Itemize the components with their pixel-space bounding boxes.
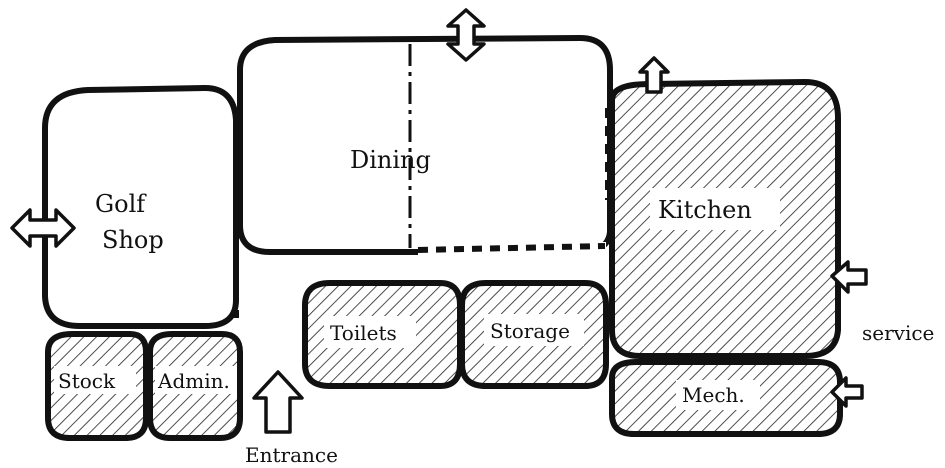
room-golf-shop: Golf Shop <box>42 85 239 329</box>
dining-open-edge <box>417 243 606 253</box>
room-toilets: Toilets <box>302 280 463 389</box>
storage-label: Storage <box>490 319 570 343</box>
golf-shop-label-line1: Golf <box>95 190 147 218</box>
dining-label: Dining <box>350 146 431 174</box>
room-mech: Mech. <box>609 359 843 437</box>
entrance-arrow-icon <box>252 370 304 434</box>
mech-label: Mech. <box>682 383 745 407</box>
golf-shop-label-line2: Shop <box>102 226 164 254</box>
kitchen-label: Kitchen <box>658 196 752 224</box>
service-arrow-kitchen-icon <box>830 260 868 294</box>
kitchen-up-arrow-icon <box>638 56 670 94</box>
double-arrow-horizontal-icon <box>10 208 76 248</box>
double-arrow-vertical-icon <box>446 8 486 62</box>
stock-label: Stock <box>58 369 116 393</box>
admin-label: Admin. <box>157 369 230 393</box>
room-dining: Dining <box>237 35 613 258</box>
room-kitchen: Kitchen <box>609 79 841 359</box>
room-admin: Admin. <box>147 331 243 441</box>
service-label: service <box>862 321 934 345</box>
service-arrow-mech-icon <box>830 376 864 408</box>
toilets-label: Toilets <box>330 321 397 345</box>
room-stock: Stock <box>45 331 149 441</box>
room-storage: Storage <box>459 280 609 389</box>
entrance-label: Entrance <box>245 443 338 467</box>
